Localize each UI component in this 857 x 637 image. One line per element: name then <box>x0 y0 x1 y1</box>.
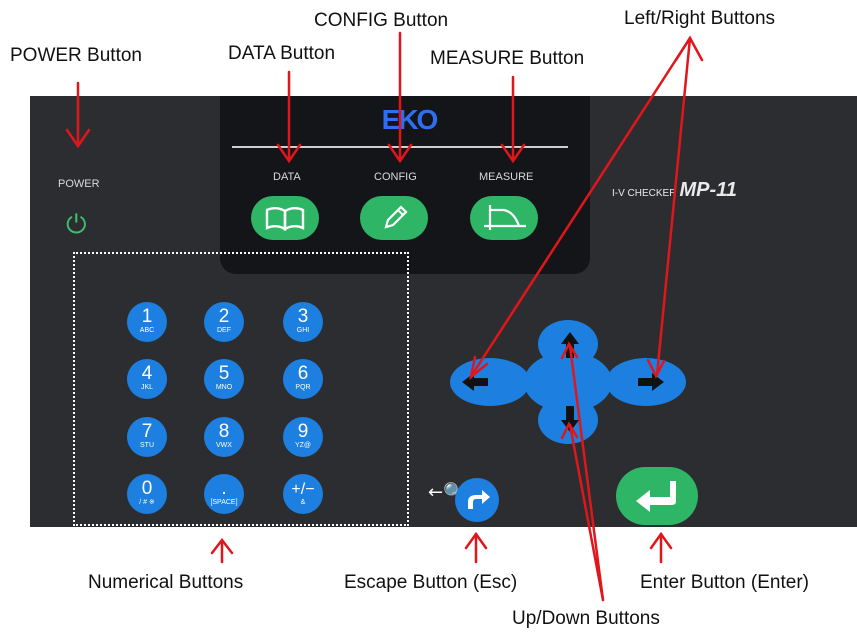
arrow-up-icon <box>561 332 579 358</box>
escape-button-callout: Escape Button (Esc) <box>344 572 518 593</box>
arrow-right-icon <box>638 373 664 391</box>
iv-curve-icon <box>484 205 526 230</box>
data-button-callout: DATA Button <box>228 43 336 64</box>
key-digit: 7 <box>141 421 153 442</box>
data-button[interactable] <box>251 196 319 240</box>
escape-arrow <box>464 531 488 564</box>
pencil-icon <box>384 205 408 229</box>
key-digit: 4 <box>141 363 153 384</box>
key-digit: . <box>221 478 227 499</box>
key-plus-minus[interactable]: +/−& <box>283 474 323 514</box>
key-digit: 9 <box>297 421 309 442</box>
measure-button-callout: MEASURE Button <box>430 48 585 69</box>
key-space[interactable]: .[SPACE] <box>204 474 244 514</box>
key-letters: PQR <box>295 384 311 391</box>
logo-divider <box>232 146 568 148</box>
enter-arrow <box>649 531 673 564</box>
key-digit: 8 <box>218 421 230 442</box>
brand-text: I-V CHECKER <box>612 188 677 199</box>
eko-logo: EKO <box>381 104 439 135</box>
right-button[interactable] <box>628 362 674 402</box>
key-digit: 3 <box>297 306 309 327</box>
escape-button[interactable] <box>455 478 499 522</box>
key-letters: & <box>300 499 306 506</box>
key-digit: 1 <box>141 306 153 327</box>
down-button[interactable] <box>550 398 590 438</box>
left-right-buttons-callout: Left/Right Buttons <box>624 8 776 29</box>
measure-button[interactable] <box>470 196 538 240</box>
key-digit: 0 <box>141 478 153 499</box>
key-letters: MNO <box>215 384 233 391</box>
key-letters: / # ※ <box>139 499 155 506</box>
enter-icon <box>636 481 676 512</box>
power-label: POWER <box>58 178 100 190</box>
power-icon[interactable]: ⏻ <box>66 210 87 240</box>
data-label: DATA <box>273 171 301 183</box>
measure-label: MEASURE <box>479 171 534 183</box>
key-letters: [SPACE] <box>210 499 238 506</box>
arrow-left-icon <box>462 373 488 391</box>
key-letters: JKL <box>140 384 154 391</box>
config-button-callout: CONFIG Button <box>314 10 449 31</box>
key-letters: STU <box>140 442 154 449</box>
numerical-arrow <box>210 537 234 564</box>
model-name: MP-11 <box>679 179 737 201</box>
key-letters: GHI <box>296 327 310 334</box>
enter-button[interactable] <box>616 467 698 525</box>
key-digit: 6 <box>297 363 309 384</box>
key-letters: DEF <box>217 327 231 334</box>
book-icon <box>265 207 305 232</box>
key-0[interactable]: 0/ # ※ <box>127 474 167 514</box>
numerical-buttons-outline <box>73 252 409 526</box>
key-letters: ABC <box>139 327 155 334</box>
power-button-callout: POWER Button <box>10 45 142 66</box>
key-digit: 2 <box>218 306 230 327</box>
numerical-buttons-callout: Numerical Buttons <box>88 572 244 593</box>
key-letters: YZ@ <box>294 442 312 449</box>
key-letters: VWX <box>216 442 232 449</box>
left-button[interactable] <box>452 362 498 402</box>
up-down-buttons-callout: Up/Down Buttons <box>512 608 660 629</box>
key-digit: +/− <box>291 481 315 498</box>
key-digit: 5 <box>218 363 230 384</box>
config-label: CONFIG <box>374 171 417 183</box>
up-button[interactable] <box>550 326 590 366</box>
redo-arrow-icon <box>468 490 490 509</box>
config-button[interactable] <box>360 196 428 240</box>
arrow-down-icon <box>561 406 579 432</box>
enter-button-callout: Enter Button (Enter) <box>640 572 809 593</box>
